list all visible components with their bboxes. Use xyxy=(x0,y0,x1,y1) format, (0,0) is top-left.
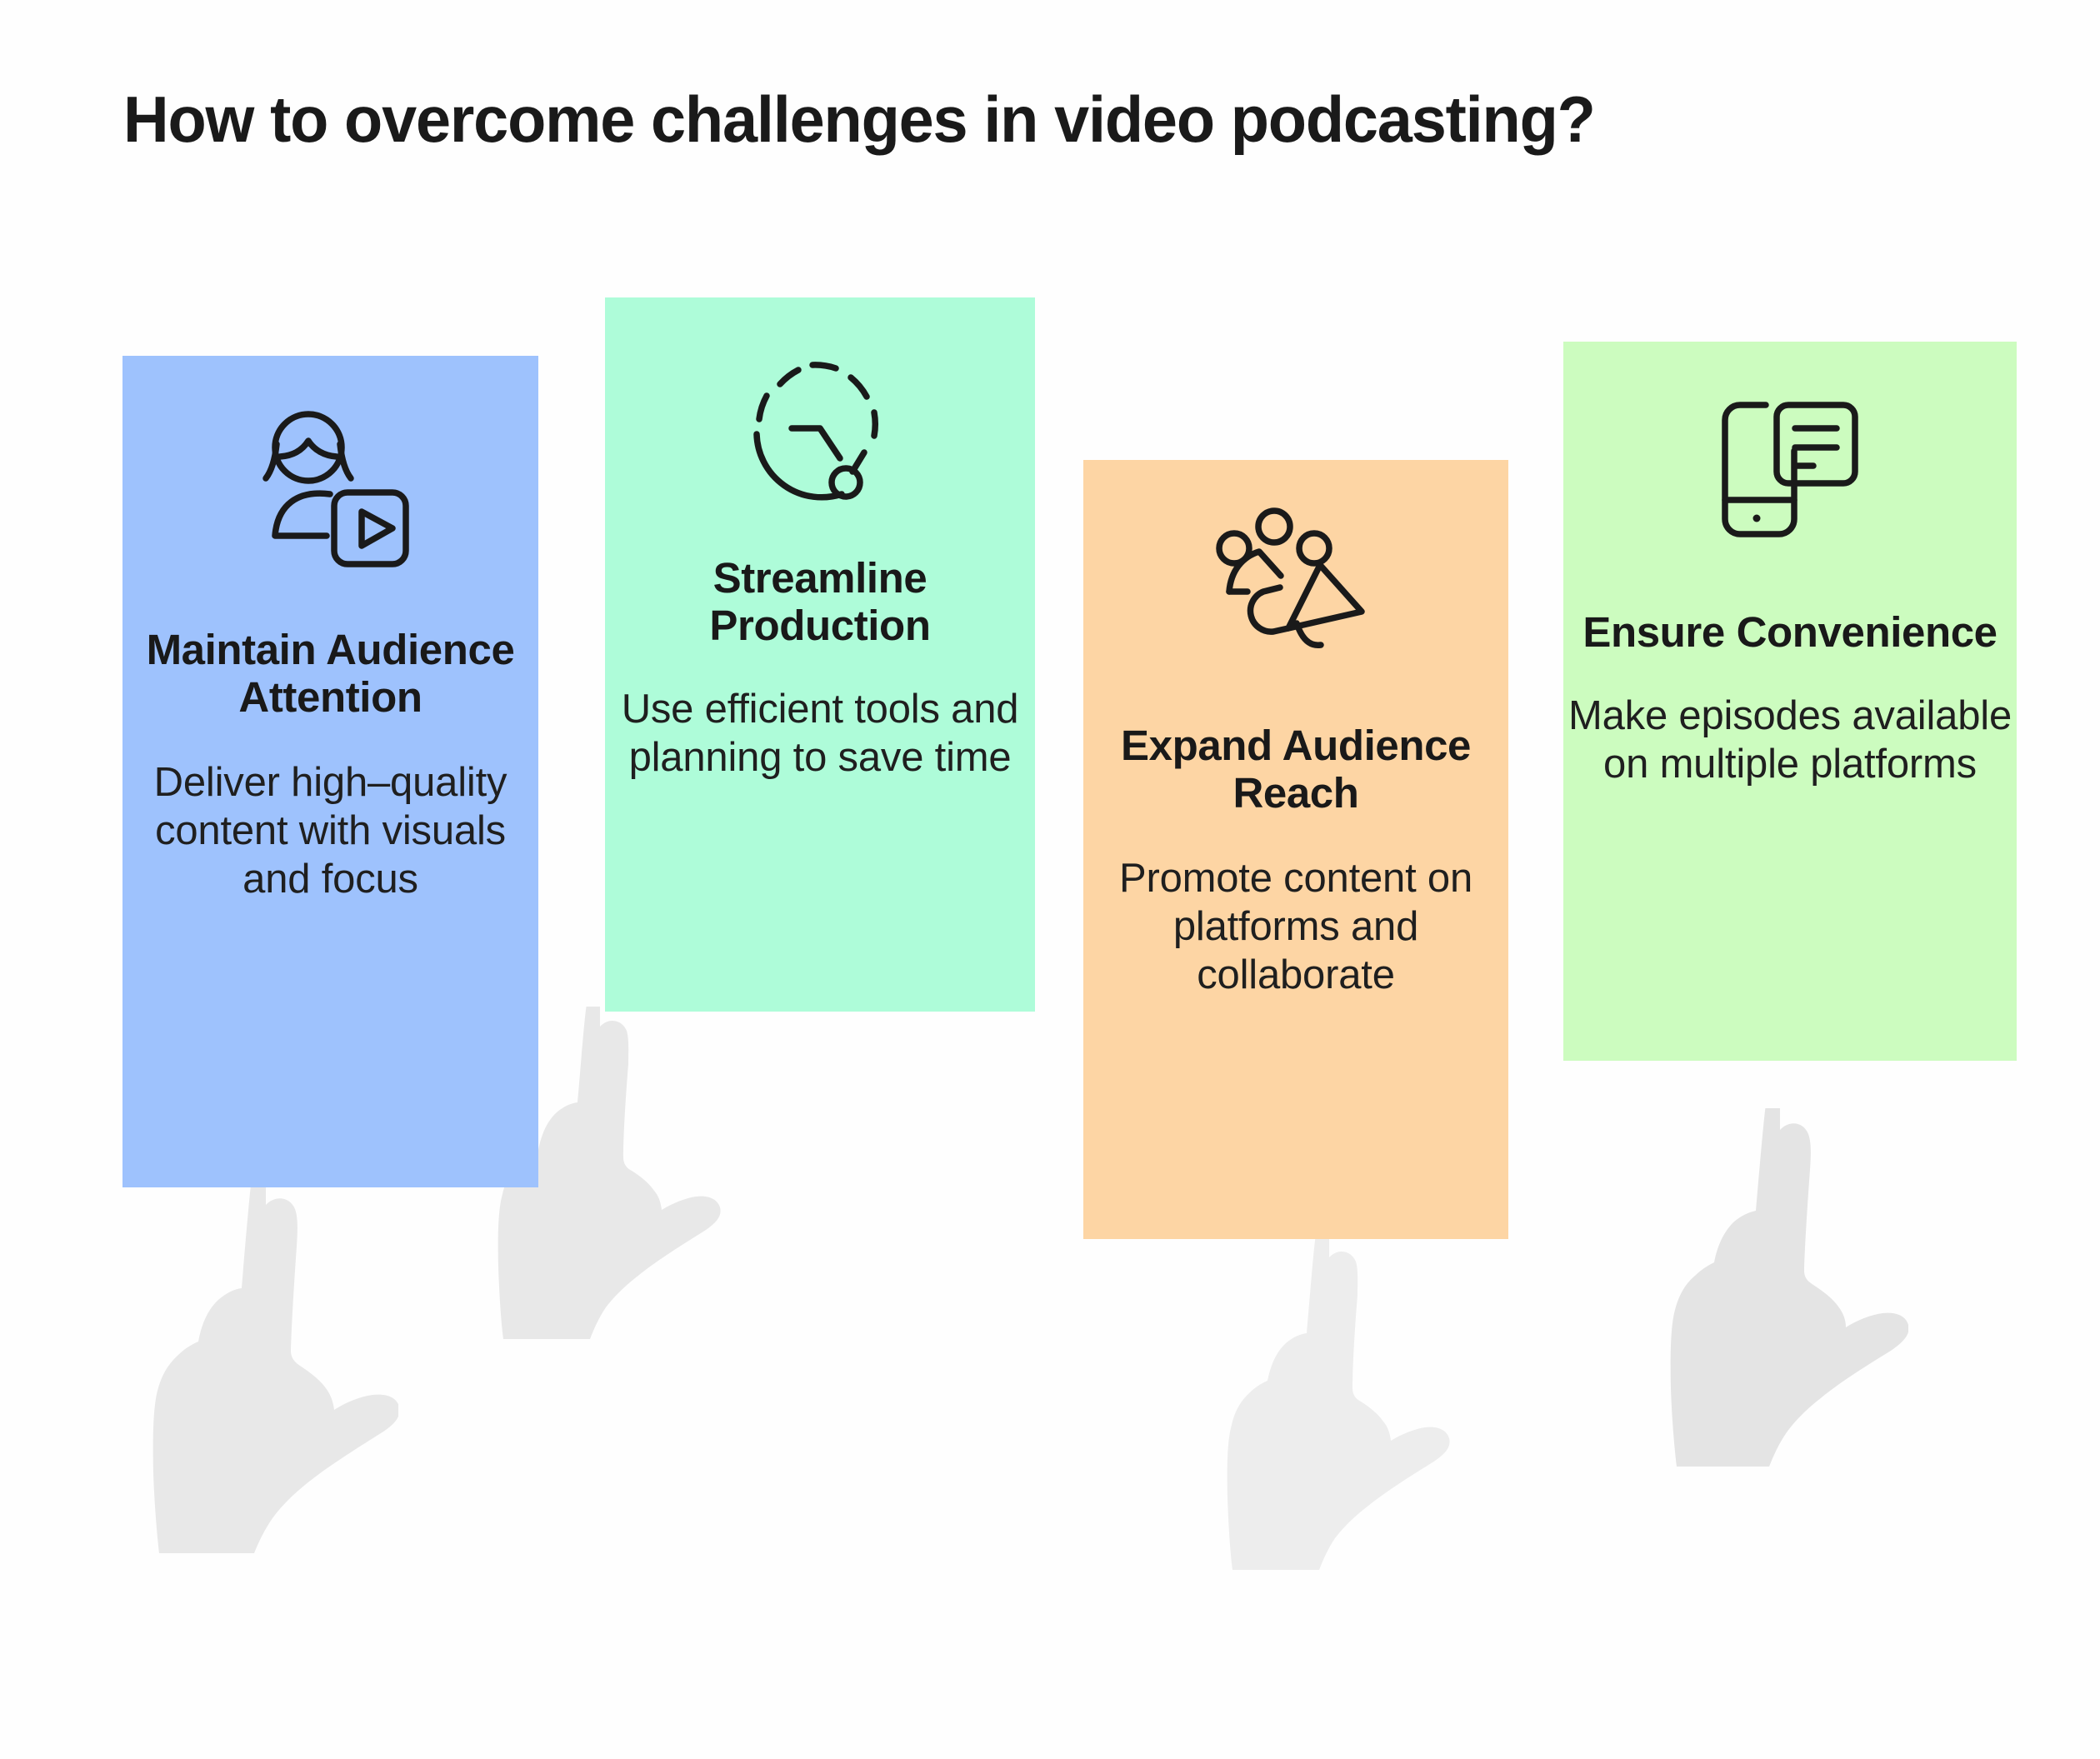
megaphone-audience-icon xyxy=(1208,503,1384,670)
card-body: Deliver high–quality content with visual… xyxy=(153,760,508,902)
person-video-play-icon xyxy=(242,404,419,571)
mobile-document-icon xyxy=(1702,390,1878,557)
card-ensure-convenience[interactable]: Ensure Convenience Make episodes availab… xyxy=(1563,342,2017,1061)
card-heading: Streamline Production xyxy=(709,554,931,650)
card-body: Make episodes available on multiple plat… xyxy=(1568,693,2012,787)
card-maintain-audience-attention[interactable]: Maintain Audience Attention Deliver high… xyxy=(122,356,538,1187)
card-heading: Maintain Audience Attention xyxy=(146,626,515,722)
clock-timer-icon xyxy=(732,344,908,511)
page-title: How to overcome challenges in video podc… xyxy=(123,82,1596,156)
card-streamline-production[interactable]: Streamline Production Use efficient tool… xyxy=(605,297,1035,1012)
card-body: Promote content on platforms and collabo… xyxy=(1118,856,1473,997)
card-heading: Expand Audience Reach xyxy=(1120,722,1472,817)
card-heading: Ensure Convenience xyxy=(1582,608,1998,656)
card-expand-audience-reach[interactable]: Expand Audience Reach Promote content on… xyxy=(1083,460,1508,1239)
card-body: Use efficient tools and planning to save… xyxy=(621,687,1019,781)
